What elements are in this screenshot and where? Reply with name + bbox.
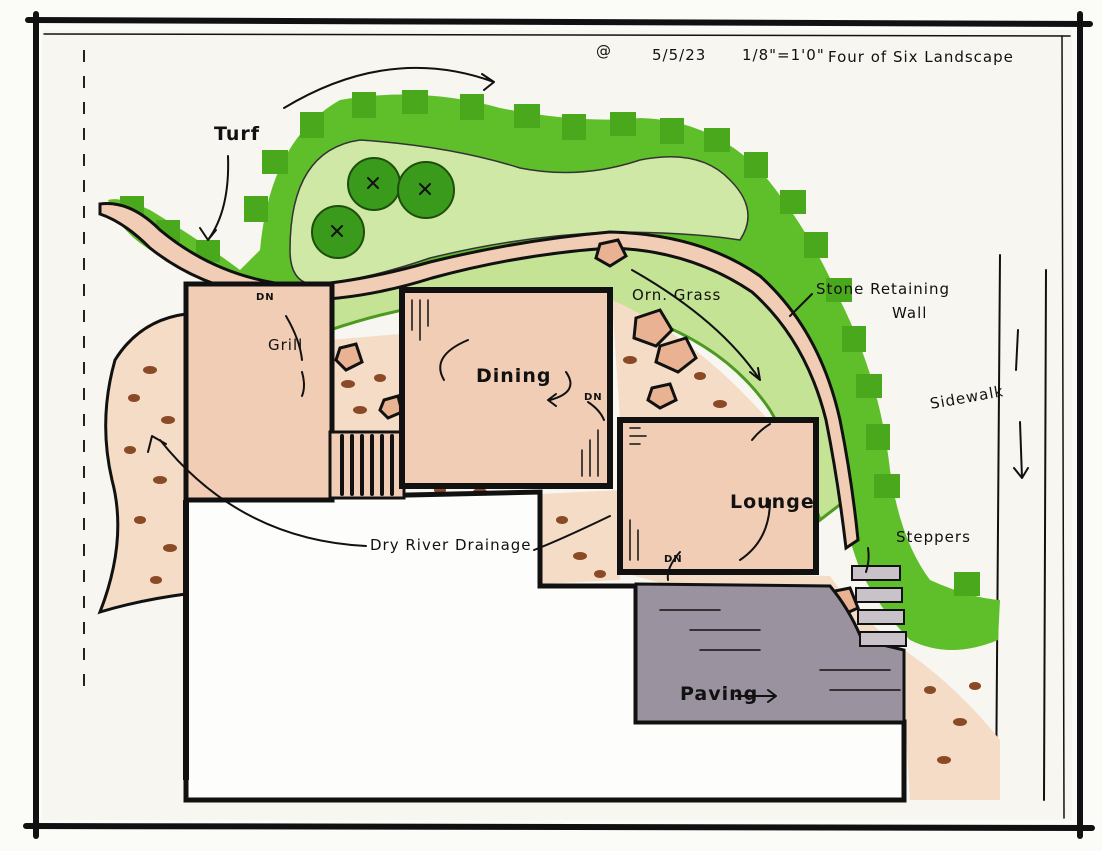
grill-patio	[183, 281, 335, 503]
retaining-wall-label-line1: Stone Retaining	[816, 280, 950, 298]
paving-pattern	[659, 609, 901, 691]
header-at-symbol: @	[596, 42, 612, 60]
dry-river-drainage	[97, 312, 188, 615]
turf-label: Turf	[214, 123, 260, 145]
paving-label: Paving	[680, 683, 758, 705]
steppers-label: Steppers	[896, 528, 971, 546]
lounge-label: Lounge	[730, 491, 815, 513]
dn-marker-dining: DN	[584, 392, 603, 403]
steppers	[851, 565, 907, 647]
paving-area	[634, 582, 906, 724]
dining-hatch	[411, 299, 599, 477]
header-scale: 1/8"=1'0"	[742, 46, 825, 64]
dining-label: Dining	[476, 365, 551, 387]
shrubs	[311, 157, 455, 259]
dining-patio	[399, 287, 613, 489]
dry-river-drainage-middle	[330, 300, 810, 584]
lounge-hatch	[629, 427, 647, 561]
frame-inner-line	[43, 33, 1071, 819]
dn-marker-lounge: DN	[664, 554, 683, 565]
orn-grass-label: Orn. Grass	[632, 286, 721, 304]
dry-river-drainage-label: Dry River Drainage	[370, 536, 532, 554]
dn-marker-grill: DN	[256, 292, 275, 303]
steps-grill-dining	[328, 430, 406, 500]
drawing-frame	[23, 11, 1095, 839]
header-date: 5/5/23	[652, 46, 706, 64]
lounge-patio	[617, 417, 819, 575]
retaining-wall-label-line2: Wall	[892, 304, 927, 322]
grill-label: Grill	[268, 336, 303, 354]
header-title: Four of Six Landscape	[828, 48, 1014, 66]
turf-edge-blocks	[120, 90, 980, 596]
sidewalk-lines	[995, 254, 1047, 801]
annotation-arrows	[147, 66, 1029, 703]
